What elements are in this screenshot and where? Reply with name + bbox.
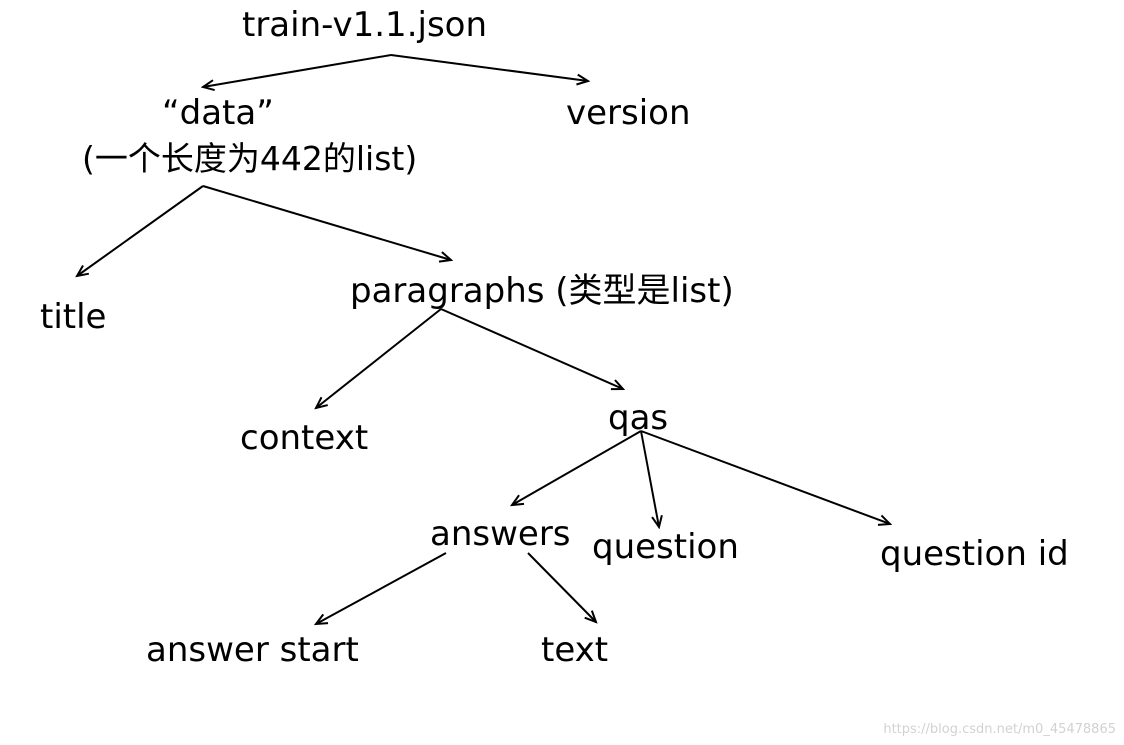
- arrow-answers-to-answer-start: [316, 552, 447, 624]
- watermark-text: https://blog.csdn.net/m0_45478865: [883, 722, 1116, 737]
- arrow-data-to-title: [77, 185, 204, 276]
- node-data-note: (一个长度为442的list): [82, 139, 418, 178]
- arrow-root-to-version: [390, 54, 588, 81]
- arrow-qas-to-question: [640, 430, 659, 527]
- node-version: version: [566, 93, 691, 133]
- node-question: question: [592, 527, 739, 567]
- arrow-paragraphs-to-qas: [440, 308, 623, 389]
- arrow-paragraphs-to-context: [316, 308, 442, 408]
- arrow-root-to-data: [203, 54, 392, 87]
- node-title: title: [40, 297, 107, 337]
- node-context: context: [240, 418, 369, 458]
- arrow-answers-to-text: [527, 552, 596, 622]
- arrow-data-to-paragraphs: [202, 185, 451, 260]
- node-root: train-v1.1.json: [242, 5, 488, 45]
- node-text: text: [541, 630, 609, 670]
- arrow-qas-to-question-id: [640, 430, 890, 524]
- node-answer-start: answer start: [146, 630, 359, 670]
- node-paragraphs: paragraphs (类型是list): [350, 271, 734, 311]
- arrow-qas-to-answers: [512, 430, 642, 505]
- node-data: “data”: [162, 93, 274, 133]
- node-answers: answers: [430, 514, 571, 554]
- node-question-id: question id: [880, 534, 1069, 574]
- node-qas: qas: [608, 398, 669, 438]
